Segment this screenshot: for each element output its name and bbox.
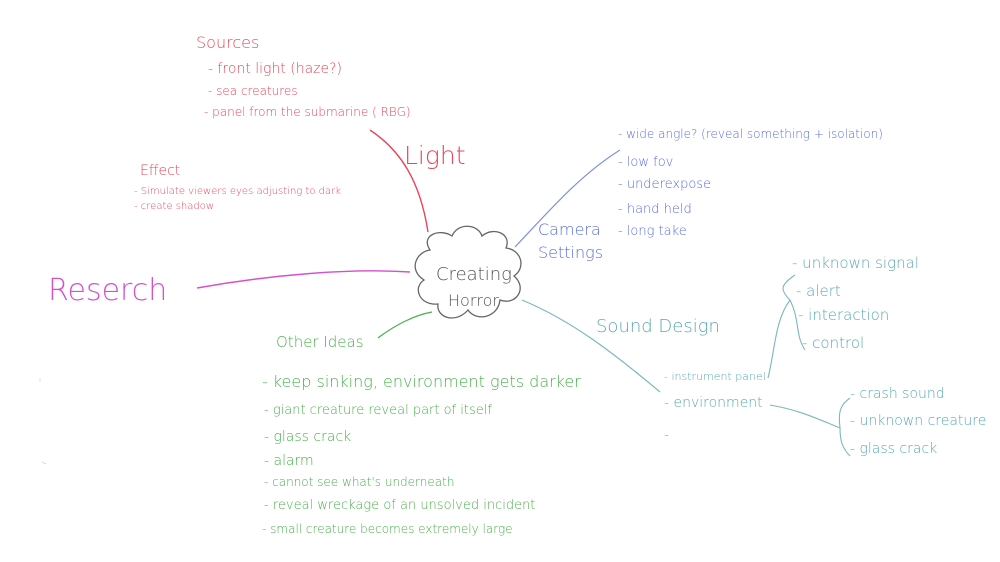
center-label-line2: Horror: [448, 291, 499, 310]
camera-item: - underexpose: [618, 177, 712, 192]
research-connector: [196, 270, 411, 289]
other-connector: [377, 311, 433, 339]
camera-label-line2: Settings: [538, 243, 604, 262]
other-label: Other Ideas: [276, 333, 364, 351]
camera-item: - wide angle? (reveal something + isolat…: [618, 127, 883, 141]
camera-label-line1: Camera: [538, 220, 601, 239]
sources-title: Sources: [196, 33, 260, 52]
sound-item: - environment: [664, 395, 763, 411]
environment-subitem: - glass crack: [850, 441, 938, 457]
camera-connector: [514, 149, 621, 248]
effect-item: - Simulate viewers eyes adjusting to dar…: [134, 186, 342, 197]
sound-item: -: [664, 427, 670, 443]
faint-mark: [41, 461, 47, 465]
other-item: - giant creature reveal part of itself: [264, 403, 492, 418]
environment-subitem: - crash sound: [850, 386, 945, 402]
sound-item: - instrument panel: [664, 370, 766, 383]
effect-title: Effect: [140, 163, 181, 179]
environment-bracket: [769, 397, 851, 457]
sound-label: Sound Design: [596, 316, 720, 337]
panel-subitem: - interaction: [798, 306, 890, 324]
other-item: - keep sinking, environment gets darker: [262, 372, 581, 391]
sources-item: - panel from the submarine ( RBG): [204, 105, 411, 119]
panel-subitem: - control: [802, 334, 865, 352]
panel-subitem: - alert: [796, 282, 841, 300]
research-label: Reserch: [48, 273, 168, 308]
camera-item: - long take: [618, 224, 687, 239]
light-label: Light: [404, 141, 466, 170]
light-connector: [369, 129, 429, 233]
sources-item: - sea creatures: [208, 84, 298, 98]
camera-item: - low fov: [618, 155, 674, 170]
instrument-bracket: [767, 274, 806, 379]
other-item: - reveal wreckage of an unsolved inciden…: [264, 498, 536, 513]
other-item: - alarm: [264, 453, 314, 469]
camera-item: - hand held: [618, 202, 692, 217]
sources-item: - front light (haze?): [208, 61, 343, 77]
center-label-line1: Creating: [436, 264, 512, 285]
environment-subitem: - unknown creature: [850, 413, 987, 429]
other-item: - small creature becomes extremely large: [262, 522, 513, 536]
other-item: - cannot see what's underneath: [264, 475, 455, 489]
effect-item: - create shadow: [134, 201, 215, 212]
center-cloud: [414, 225, 522, 319]
sound-connector: [521, 299, 661, 393]
other-item: - glass crack: [264, 429, 352, 445]
panel-subitem: - unknown signal: [792, 254, 919, 272]
